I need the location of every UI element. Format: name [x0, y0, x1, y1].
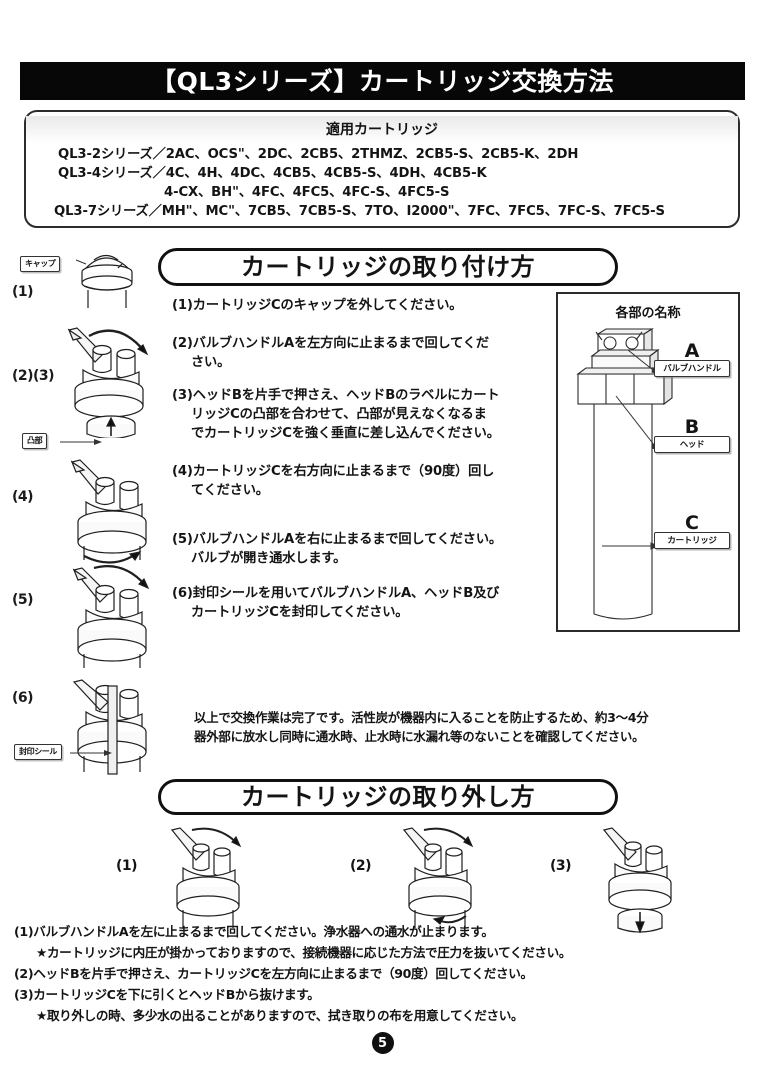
install-heading-text: カートリッジの取り付け方: [241, 253, 535, 281]
removal-figure-label-1: (1): [116, 858, 138, 874]
removal-illustration-3: [602, 827, 672, 934]
callout-seal: 封印シール: [14, 744, 62, 760]
removal-illustration-1: [170, 827, 242, 928]
parts-device-illustration: [576, 328, 674, 620]
parts-letter: C: [685, 512, 699, 534]
parts-letter: A: [684, 340, 700, 362]
removal-figure-label-2: (2): [350, 858, 372, 874]
removal-notes: (1)バルブハンドルAを左に止まるまで回してください。浄水器への通水が止まります…: [14, 921, 754, 1026]
parts-label: ヘッド: [654, 436, 730, 453]
step-text: リッジCの凸部を合わせて、凸部が見えなくなるま: [191, 407, 487, 422]
cartridge-line: 4-CX、BH"、4FC、4FC5、4FC-S、4FC5-S: [164, 185, 450, 200]
parts-callout-b: B ヘッド: [654, 418, 730, 453]
cartridge-line: QL3-7シリーズ／MH"、MC"、7CB5、7CB5-S、7TO、I2000"…: [54, 204, 665, 219]
applicable-cartridge-box: 適用カートリッジ QL3-2シリーズ／2AC、OCS"、2DC、2CB5、2TH…: [24, 110, 740, 228]
page-title-banner: 【QL3シリーズ】カートリッジ交換方法: [20, 62, 745, 100]
step-number: (5): [172, 532, 193, 547]
applicable-cartridge-title: 適用カートリッジ: [26, 116, 738, 143]
callout-cap: キャップ: [20, 256, 61, 272]
parts-label: カートリッジ: [654, 532, 730, 549]
install-step-3: (3)ヘッドBを片手で押さえ、ヘッドBのラベルにカート リッジCの凸部を合わせて…: [172, 386, 544, 443]
install-illustration-label-5: (5): [12, 592, 34, 608]
step-text: さい。: [191, 355, 231, 370]
install-illustration-1: [75, 254, 133, 308]
step-text: バルブが開き通水します。: [191, 551, 347, 566]
install-step-5: (5)バルブハンドルAを右に止まるまで回してください。 バルブが開き通水します。: [172, 530, 544, 568]
page-title: 【QL3シリーズ】カートリッジ交換方法: [151, 66, 614, 96]
removal-section-heading: カートリッジの取り外し方: [158, 779, 618, 815]
parts-diagram-title: 各部の名称: [615, 306, 681, 321]
removal-note: (1)バルブハンドルAを左に止まるまで回してください。浄水器への通水が止まります…: [14, 924, 494, 939]
cartridge-line: QL3-2シリーズ／2AC、OCS"、2DC、2CB5、2THMZ、2CB5-S…: [58, 147, 579, 162]
install-step-1: (1)カートリッジCのキャップを外してください。: [172, 296, 544, 315]
removal-note: (2)ヘッドBを片手で押さえ、カートリッジCを左方向に止まるまで（90度）回して…: [14, 966, 533, 981]
removal-illustration-2: [402, 827, 474, 928]
install-illustration-label-2-3: (2)(3): [12, 368, 55, 384]
install-illustration-label-4: (4): [12, 489, 34, 505]
closing-line: 以上で交換作業は完了です。活性炭が機器内に入ることを防止するため、約3〜4分: [194, 710, 649, 725]
install-steps: (1)カートリッジCのキャップを外してください。 (2)バルブハンドルAを左方向…: [172, 296, 544, 637]
parts-callout-a: A バルブハンドル: [654, 342, 730, 377]
install-illustration-6: [72, 679, 147, 775]
install-illustration-4: [70, 459, 147, 564]
callout-boss-leader: [60, 439, 102, 445]
parts-name-diagram: 各部の名称: [556, 292, 740, 632]
install-illustration-5: [72, 565, 150, 668]
removal-note: (3)カートリッジCを下に引くとヘッドBから抜けます。: [14, 987, 320, 1002]
step-number: (6): [172, 586, 193, 601]
removal-note: ★カートリッジに内圧が掛かっておりますので、接続機器に応じた方法で圧力を抜いてく…: [36, 945, 572, 960]
cartridge-line: QL3-4シリーズ／4C、4H、4DC、4CB5、4CB5-S、4DH、4CB5…: [58, 166, 487, 181]
applicable-cartridge-list: QL3-2シリーズ／2AC、OCS"、2DC、2CB5、2THMZ、2CB5-S…: [26, 145, 738, 221]
removal-figure-label-3: (3): [550, 858, 572, 874]
removal-heading-text: カートリッジの取り外し方: [241, 783, 535, 811]
step-text: カートリッジCを右方向に止まるまで（90度）回し: [192, 464, 495, 479]
step-number: (2): [172, 336, 193, 351]
install-illustration-2-3: [67, 327, 149, 438]
step-text: カートリッジCを封印してください。: [191, 605, 409, 620]
removal-note: ★取り外しの時、多少水の出ることがありますので、拭き取りの布を用意してください。: [36, 1008, 524, 1023]
callout-seal-leader: [70, 750, 112, 756]
step-number: (3): [172, 388, 193, 403]
step-text: ヘッドBを片手で押さえ、ヘッドBのラベルにカート: [192, 388, 500, 403]
step-text: でカートリッジCを強く垂直に差し込んでください。: [191, 426, 500, 441]
step-text: カートリッジCのキャップを外してください。: [192, 298, 463, 313]
install-closing-note: 以上で交換作業は完了です。活性炭が機器内に入ることを防止するため、約3〜4分 器…: [194, 708, 739, 746]
step-text: バルブハンドルAを左方向に止まるまで回してくだ: [192, 336, 489, 351]
closing-line: 器外部に放水し同時に通水時、止水時に水漏れ等のないことを確認してください。: [194, 729, 645, 744]
install-illustration-label-1: (1): [12, 284, 34, 300]
step-number: (4): [172, 464, 193, 479]
page-number: 5: [371, 1032, 394, 1054]
install-illustration-label-6: (6): [12, 690, 34, 706]
install-step-4: (4)カートリッジCを右方向に止まるまで（90度）回し てください。: [172, 462, 544, 500]
install-step-6: (6)封印シールを用いてバルブハンドルA、ヘッドB及び カートリッジCを封印して…: [172, 584, 544, 622]
step-text: バルブハンドルAを右に止まるまで回してください。: [192, 532, 502, 547]
parts-callout-c: C カートリッジ: [654, 514, 730, 549]
install-step-2: (2)バルブハンドルAを左方向に止まるまで回してくだ さい。: [172, 334, 544, 372]
parts-letter: B: [684, 416, 700, 438]
parts-label: バルブハンドル: [654, 360, 730, 377]
step-number: (1): [172, 298, 193, 313]
install-section-heading: カートリッジの取り付け方: [158, 248, 618, 286]
callout-boss: 凸部: [22, 433, 48, 449]
step-text: 封印シールを用いてバルブハンドルA、ヘッドB及び: [192, 586, 500, 601]
step-text: てください。: [191, 483, 269, 498]
